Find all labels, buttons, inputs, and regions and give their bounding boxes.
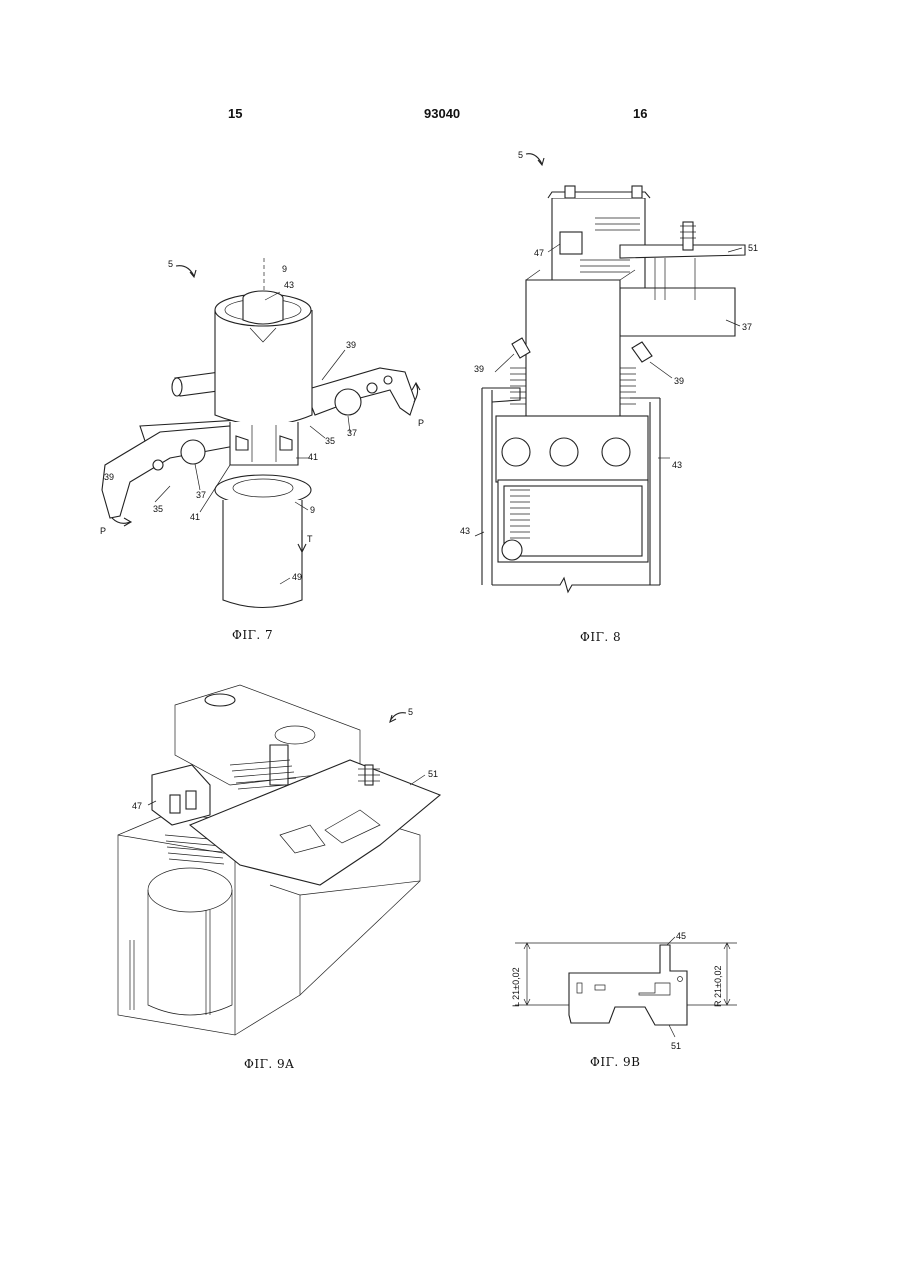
fig7-label-p-left: P [100,526,106,536]
document-number: 93040 [424,106,460,121]
fig8-label-47: 47 [534,248,544,258]
fig7-label-35-left: 35 [153,504,163,514]
fig7-label-49: 49 [292,572,302,582]
figure-7-drawing: 5 9 43 39 39 37 37 35 35 41 41 P P T 9 4… [90,250,450,620]
figure-8-caption: ΦΙΓ. 8 [580,630,621,644]
left-page-number: 15 [228,106,242,121]
fig9a-label-5: 5 [408,707,413,717]
fig8-label-39-right: 39 [674,376,684,386]
fig7-label-t: T [307,534,313,544]
fig8-label-39-left: 39 [474,364,484,374]
fig7-label-37-right: 37 [347,428,357,438]
figure-9b-caption: ΦΙΓ. 9B [590,1055,641,1069]
fig7-label-39-left: 39 [104,472,114,482]
fig9b-dimension-left: L 21±0,02 [511,967,521,1007]
fig7-label-43: 43 [284,280,294,290]
fig7-label-41-left: 41 [190,512,200,522]
fig8-label-43-left: 43 [460,526,470,536]
figure-9a-drawing: 5 47 51 [110,685,470,1045]
fig7-label-p-right: P [418,418,424,428]
fig7-label-41-right: 41 [308,452,318,462]
figure-9a-caption: ΦΙΓ. 9A [244,1057,294,1071]
fig8-label-5: 5 [518,150,523,160]
fig9b-label-45: 45 [676,931,686,941]
figure-9b-drawing: 45 51 L 21±0,02 R 21±0,02 [505,925,755,1055]
figure-7-caption: ΦΙΓ. 7 [232,628,273,642]
fig9a-label-51: 51 [428,769,438,779]
fig7-label-37-left: 37 [196,490,206,500]
fig8-label-43-right: 43 [672,460,682,470]
fig9b-label-51: 51 [671,1041,681,1051]
fig8-label-37: 37 [742,322,752,332]
figure-8-drawing: 5 47 51 37 39 39 43 43 [460,140,780,610]
fig7-label-9-top: 9 [282,264,287,274]
fig9b-dimension-right: R 21±0,02 [713,966,723,1007]
fig9a-label-47: 47 [132,801,142,811]
fig7-label-35-right: 35 [325,436,335,446]
fig8-label-51: 51 [748,243,758,253]
fig7-label-5: 5 [168,259,173,269]
right-page-number: 16 [633,106,647,121]
fig7-label-39-right: 39 [346,340,356,350]
fig7-label-9-bottom: 9 [310,505,315,515]
